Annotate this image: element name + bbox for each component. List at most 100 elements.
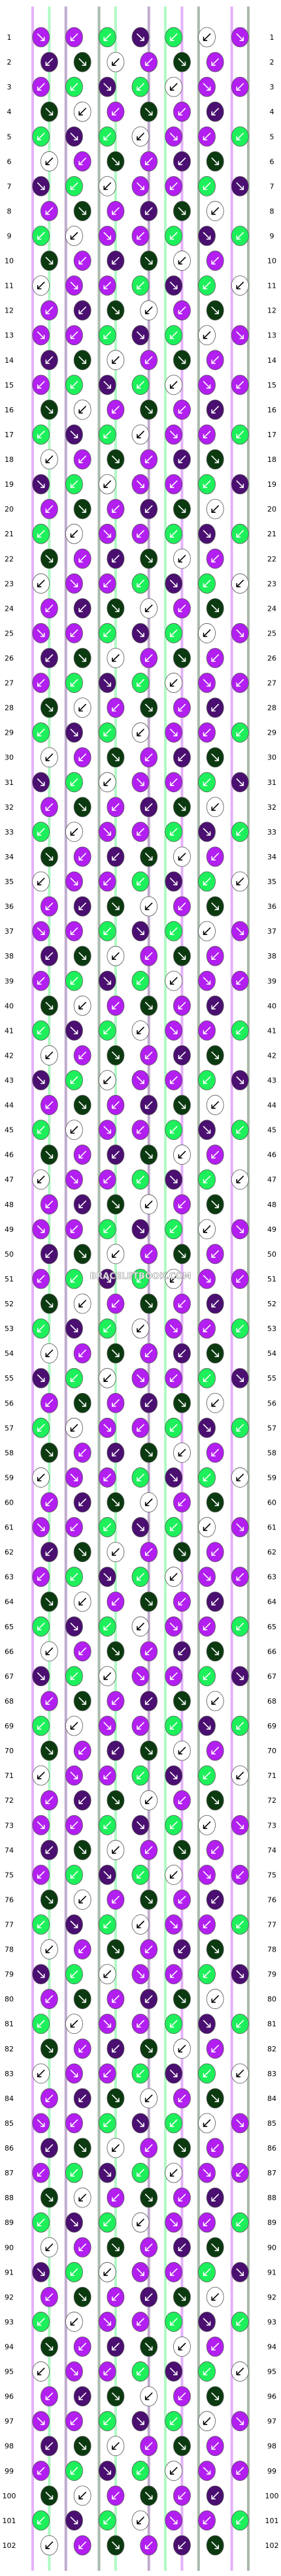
knot-arrow-icon	[144, 1498, 153, 1507]
knot-arrow-icon	[211, 1697, 220, 1705]
knot-arrow-icon	[178, 1349, 186, 1357]
knot-arrow-icon	[137, 1672, 144, 1680]
knot-arrow-icon	[236, 480, 244, 488]
knot-arrow-icon	[137, 1325, 144, 1332]
knot-arrow-icon	[78, 1150, 86, 1159]
row-label-right: 53	[267, 1325, 276, 1333]
knot-arrow-icon	[203, 2019, 211, 2028]
knot-arrow-icon	[78, 2194, 86, 2201]
knot-arrow-icon	[103, 1473, 112, 1482]
knot-arrow-icon	[45, 108, 54, 116]
knot-arrow-icon	[211, 1648, 220, 1655]
knot-arrow-icon	[236, 1225, 244, 1233]
knot-arrow-icon	[137, 2268, 144, 2277]
knot-arrow-icon	[37, 2218, 45, 2227]
right-row-labels: 1234567891011121314151617181920212223242…	[265, 33, 279, 2550]
knot-arrow-icon	[78, 2392, 86, 2400]
knot-arrow-icon	[169, 331, 178, 339]
knot-arrow-icon	[70, 1026, 78, 1035]
row-label-left: 96	[5, 2393, 14, 2401]
knot-arrow-icon	[103, 1622, 112, 1631]
row-label-left: 20	[5, 505, 14, 514]
knot-arrow-icon	[45, 2194, 54, 2201]
knot-arrow-icon	[211, 2094, 220, 2102]
row-label-right: 72	[267, 1796, 276, 1805]
row-label-left: 60	[5, 1499, 14, 1507]
row-label-right: 78	[267, 1946, 276, 1954]
row-label-left: 30	[5, 754, 14, 762]
knot-arrow-icon	[70, 878, 78, 885]
row-label-right: 52	[267, 1300, 276, 1308]
knot-arrow-icon	[78, 1101, 86, 1109]
knot-arrow-icon	[144, 753, 153, 761]
knot-arrow-icon	[203, 1722, 211, 1730]
knot-arrow-icon	[78, 1300, 86, 1308]
knot-arrow-icon	[236, 2019, 244, 2028]
knot-arrow-icon	[169, 679, 178, 687]
knot-arrow-icon	[78, 2342, 86, 2351]
knot-arrow-icon	[103, 2268, 112, 2277]
knot-arrow-icon	[37, 1523, 45, 1531]
knot-arrow-icon	[103, 878, 112, 885]
knot-arrow-icon	[103, 2019, 112, 2028]
knot-arrow-icon	[70, 1672, 78, 1680]
row-label-left: 43	[5, 1077, 14, 1085]
knot-arrow-icon	[70, 629, 78, 637]
row-label-right: 61	[267, 1524, 276, 1532]
knot-arrow-icon	[178, 555, 186, 563]
knot-arrow-icon	[169, 1572, 178, 1581]
row-label-right: 84	[267, 2094, 276, 2103]
knot-arrow-icon	[137, 381, 144, 389]
knot-arrow-icon	[169, 1871, 178, 1879]
knot-arrow-icon	[169, 1970, 178, 1978]
knot-arrow-icon	[169, 579, 178, 588]
row-label-left: 12	[5, 307, 14, 315]
row-label-left: 90	[5, 2243, 14, 2252]
row-label-left: 71	[5, 1771, 14, 1780]
row-label-left: 44	[5, 1101, 14, 1110]
knot-arrow-icon	[144, 703, 153, 712]
row-label-right: 81	[267, 2020, 276, 2029]
knot-arrow-icon	[236, 2367, 244, 2376]
knot-arrow-icon	[45, 1597, 54, 1606]
knot-arrow-icon	[169, 1523, 178, 1531]
knot-arrow-icon	[103, 1871, 112, 1879]
knot-arrow-icon	[169, 2367, 178, 2376]
knot-arrow-icon	[70, 778, 78, 786]
knot-arrow-icon	[45, 2044, 54, 2053]
knot-arrow-icon	[144, 2442, 153, 2450]
knot-arrow-icon	[112, 1597, 120, 1606]
row-label-left: 101	[3, 2517, 16, 2525]
knot-arrow-icon	[70, 977, 78, 985]
knot-arrow-icon	[103, 2517, 112, 2524]
knot-arrow-icon	[37, 1126, 45, 1134]
row-label-left: 69	[5, 1722, 14, 1730]
knot-arrow-icon	[178, 1995, 186, 2003]
knot-arrow-icon	[45, 1995, 54, 2003]
knot-arrow-icon	[45, 1548, 54, 1556]
knot-arrow-icon	[103, 1771, 112, 1779]
knot-arrow-icon	[236, 1821, 244, 1830]
knot-arrow-icon	[37, 1325, 45, 1332]
knot-arrow-icon	[112, 356, 120, 364]
knot-arrow-icon	[78, 1399, 86, 1407]
knot-arrow-icon	[211, 1449, 220, 1457]
knot-arrow-icon	[70, 381, 78, 389]
knot-arrow-icon	[112, 1747, 120, 1755]
knot-arrow-icon	[203, 381, 211, 389]
knot-arrow-icon	[203, 1523, 211, 1531]
knot-arrow-icon	[137, 629, 144, 637]
knot-arrow-icon	[203, 331, 211, 339]
knot-arrow-icon	[178, 2293, 186, 2301]
knot-arrow-icon	[144, 1995, 153, 2003]
knot-arrow-icon	[37, 1871, 45, 1879]
knot-arrow-icon	[144, 1648, 153, 1655]
knot-arrow-icon	[203, 2318, 211, 2326]
knot-arrow-icon	[178, 2243, 186, 2252]
knot-arrow-icon	[178, 703, 186, 712]
knot-arrow-icon	[103, 1672, 112, 1680]
knot-arrow-icon	[203, 1026, 211, 1035]
knot-arrow-icon	[45, 306, 54, 314]
knot-arrow-icon	[78, 1349, 86, 1357]
knot-arrow-icon	[236, 1970, 244, 1978]
